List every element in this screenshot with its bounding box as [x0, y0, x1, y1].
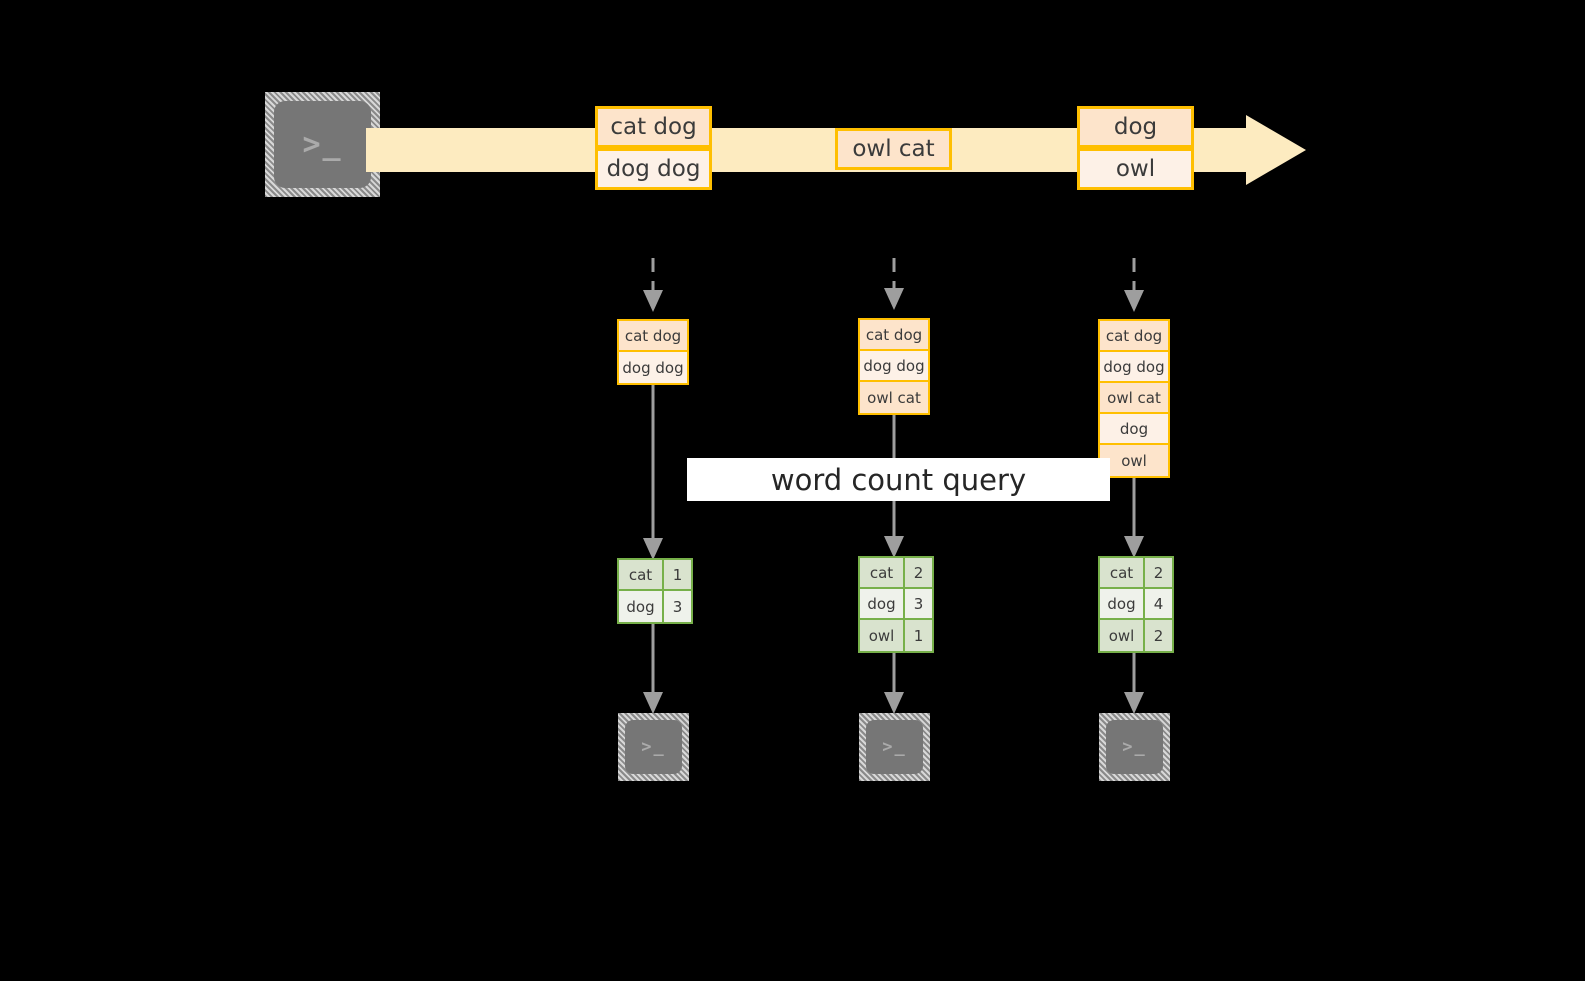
terminal-prompt-glyph: >_ — [882, 737, 907, 757]
result-row: cat 2 — [1100, 558, 1172, 589]
sink-terminal-icon-column-3[interactable]: >_ — [1099, 713, 1170, 781]
terminal-prompt-glyph: >_ — [1122, 737, 1147, 757]
stream-state-text: dog — [1119, 419, 1149, 438]
result-word-cell: dog — [860, 589, 905, 618]
stream-state-text: cat dog — [865, 325, 923, 344]
result-word-cell: dog — [619, 591, 664, 622]
result-row: cat 2 — [860, 558, 932, 589]
result-count-cell: 1 — [905, 620, 932, 651]
stream-state-row: cat dog — [619, 321, 687, 352]
result-word-cell: cat — [860, 558, 905, 587]
sink-terminal-icon-column-2[interactable]: >_ — [859, 713, 930, 781]
input-record-batch-1-line-2: dog dog — [595, 148, 712, 190]
stream-state-text: owl — [1121, 451, 1147, 470]
input-record-batch-3-line-2: owl — [1077, 148, 1194, 190]
stream-state-row: owl cat — [860, 382, 928, 413]
result-word-cell: cat — [619, 560, 664, 589]
result-row: dog 3 — [619, 591, 691, 622]
result-table-column-3: cat 2 dog 4 owl 2 — [1098, 556, 1174, 653]
terminal-prompt-glyph: >_ — [641, 737, 666, 757]
result-row: owl 2 — [1100, 620, 1172, 651]
query-label-band: word count query — [687, 458, 1110, 501]
result-count-cell: 2 — [905, 558, 932, 587]
terminal-body — [1106, 720, 1163, 774]
stream-state-text: dog dog — [863, 356, 925, 375]
result-word-cell: cat — [1100, 558, 1145, 587]
result-row: dog 3 — [860, 589, 932, 620]
stream-state-row: cat dog — [1100, 321, 1168, 352]
stream-state-text: owl cat — [867, 388, 921, 407]
stream-state-row: dog dog — [619, 352, 687, 383]
record-text: cat dog — [610, 114, 697, 140]
input-record-batch-3-line-1: dog — [1077, 106, 1194, 148]
record-text: owl cat — [852, 136, 935, 162]
result-word-cell: dog — [1100, 589, 1145, 618]
stream-state-row: owl — [1100, 445, 1168, 476]
result-row: owl 1 — [860, 620, 932, 651]
result-count-cell: 3 — [664, 591, 691, 622]
result-count-cell: 2 — [1145, 620, 1172, 651]
result-word-cell: owl — [860, 620, 905, 651]
terminal-body — [866, 720, 923, 774]
result-word-cell: owl — [1100, 620, 1145, 651]
result-count-cell: 3 — [905, 589, 932, 618]
stream-state-text: cat dog — [1105, 326, 1163, 345]
result-count-cell: 2 — [1145, 558, 1172, 587]
stream-state-table-column-2: cat dog dog dog owl cat — [858, 318, 930, 415]
terminal-body — [625, 720, 682, 774]
result-table-column-1: cat 1 dog 3 — [617, 558, 693, 624]
stream-state-row: dog — [1100, 414, 1168, 445]
result-row: dog 4 — [1100, 589, 1172, 620]
query-label: word count query — [770, 462, 1027, 497]
stream-state-row: dog dog — [860, 351, 928, 382]
stream-state-text: dog dog — [1103, 357, 1165, 376]
input-record-batch-1-line-1: cat dog — [595, 106, 712, 148]
record-text: dog — [1113, 114, 1158, 140]
result-count-cell: 4 — [1145, 589, 1172, 618]
stream-state-text: owl cat — [1107, 388, 1161, 407]
sink-terminal-icon-column-1[interactable]: >_ — [618, 713, 689, 781]
stream-state-table-column-3: cat dog dog dog owl cat dog owl — [1098, 319, 1170, 478]
stream-state-row: dog dog — [1100, 352, 1168, 383]
stream-state-row: cat dog — [860, 320, 928, 351]
stream-state-text: dog dog — [622, 358, 684, 377]
result-row: cat 1 — [619, 560, 691, 591]
result-table-column-2: cat 2 dog 3 owl 1 — [858, 556, 934, 653]
stream-state-row: owl cat — [1100, 383, 1168, 414]
stream-state-table-column-1: cat dog dog dog — [617, 319, 689, 385]
record-text: dog dog — [606, 156, 701, 182]
source-terminal-icon[interactable]: >_ — [265, 92, 380, 197]
input-record-batch-2-line-1: owl cat — [835, 128, 952, 170]
record-text: owl — [1115, 156, 1156, 182]
stream-state-text: cat dog — [624, 326, 682, 345]
terminal-body — [274, 101, 371, 188]
terminal-prompt-glyph: >_ — [302, 127, 343, 162]
result-count-cell: 1 — [664, 560, 691, 589]
